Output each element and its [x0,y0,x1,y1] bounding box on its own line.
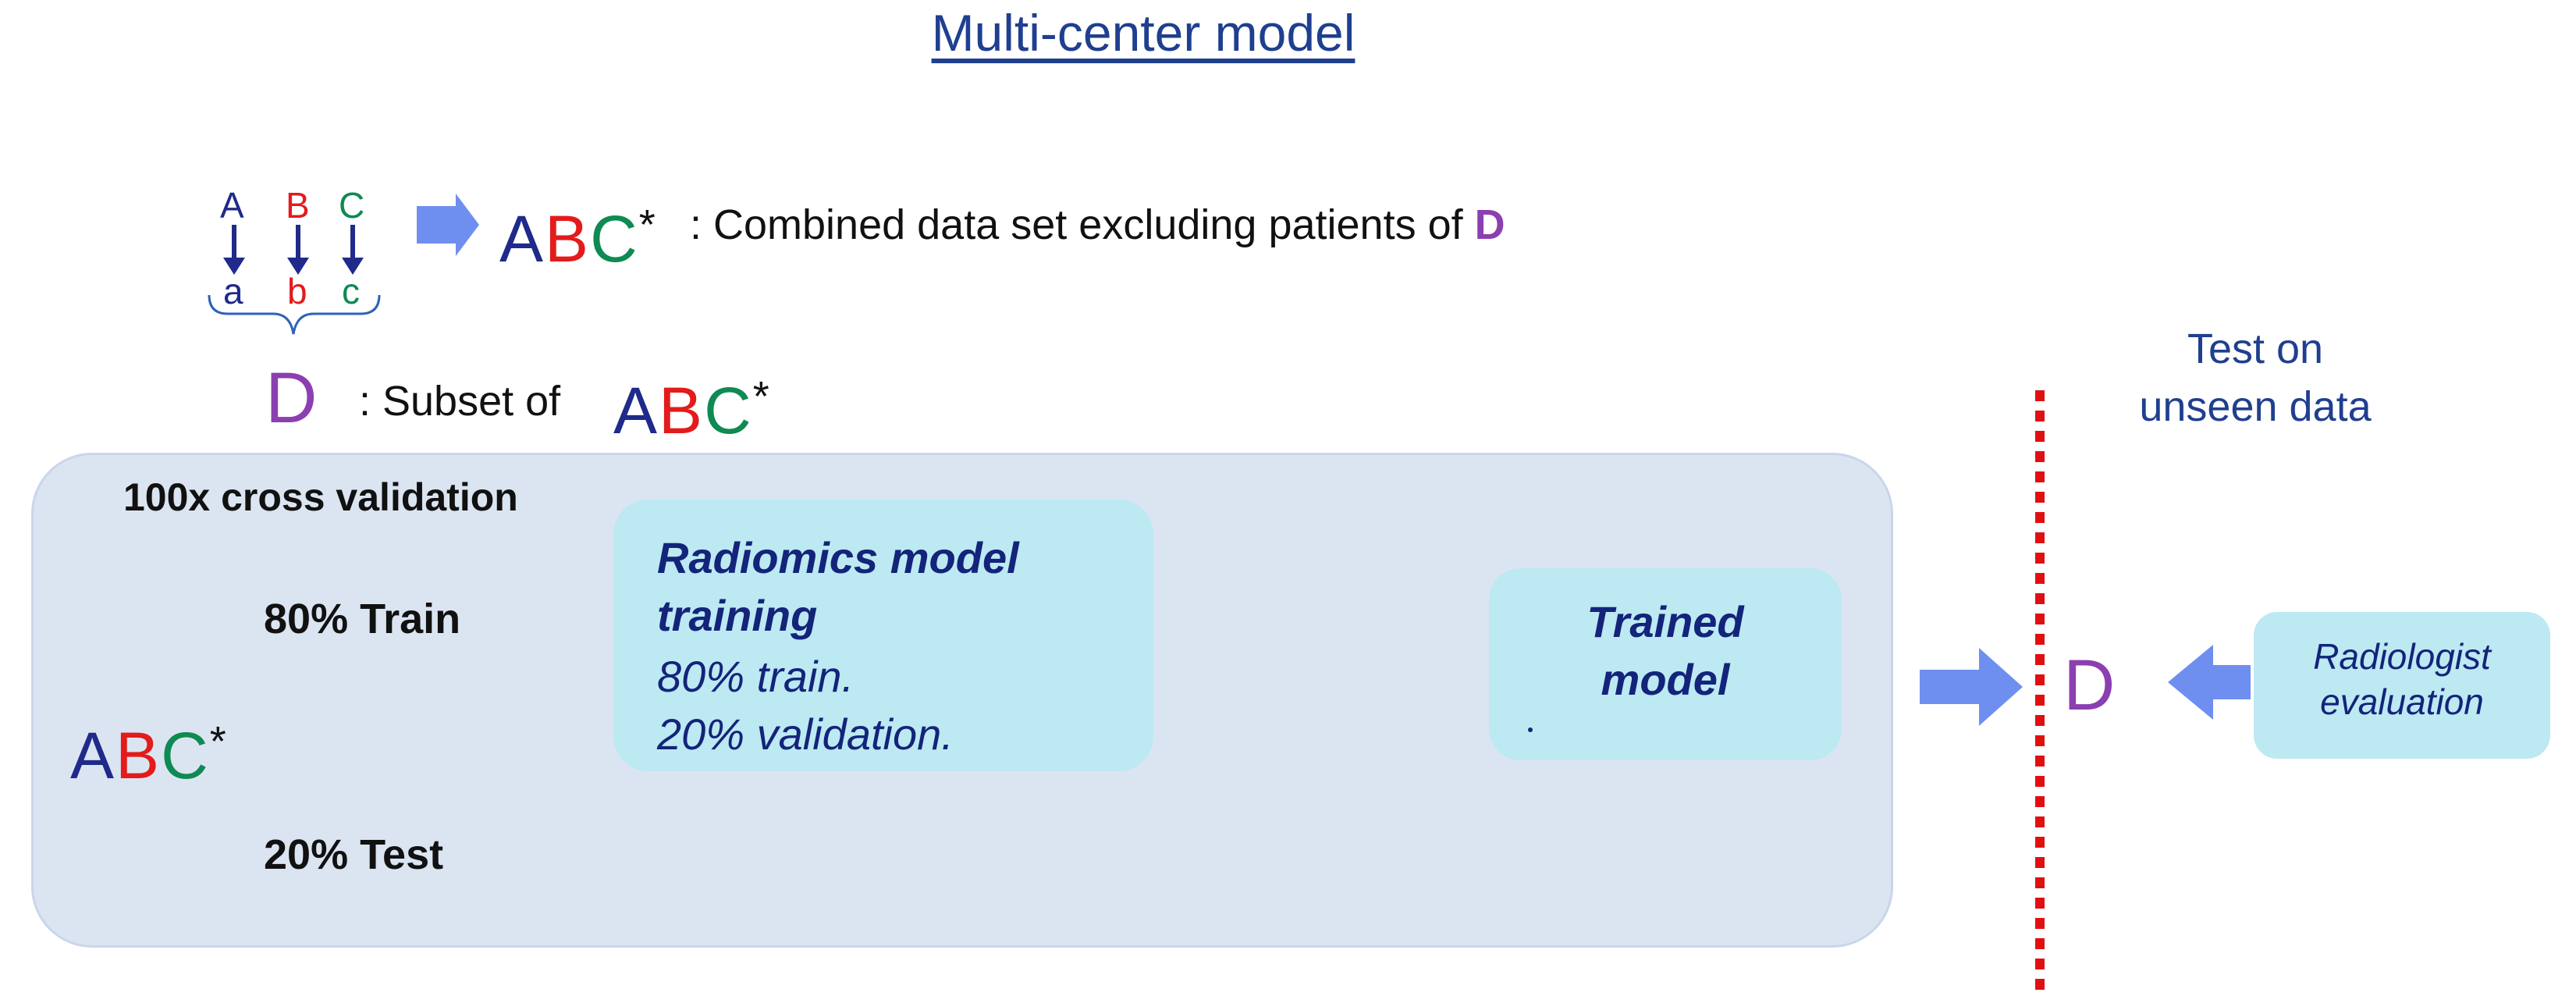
combined-dataset-description: : Combined data set excluding patients o… [690,201,1505,248]
radiomics-training-box [613,500,1153,771]
train-split-label: 80% Train [264,596,461,642]
subset-b-label: b [287,271,307,311]
center-c-label: C [339,185,365,226]
radiologist-to-d-arrow [2168,645,2251,720]
test-split-label: 20% Test [264,831,444,878]
radiomics-training-split: 80% train. 20% validation. [657,652,954,759]
radiologist-evaluation-box [2254,612,2550,759]
brace [208,294,381,335]
subset-c-label: c [342,271,360,311]
trained-model-dot [1528,727,1533,732]
trained-model-box [1489,568,1842,760]
subset-abc-label: ABC* [613,373,771,447]
diagram-title: Multi-center model [931,4,1356,62]
cross-validation-label: 100x cross validation [123,475,518,519]
unseen-data-heading: Test on unseen data [2139,325,2372,430]
center-a-label: A [220,185,244,226]
combined-dataset-label: ABC* [499,201,657,276]
down-arrow-b [287,225,309,275]
combine-arrow [417,194,479,256]
unseen-d-label: D [2063,646,2116,725]
subset-d-label: D [265,358,318,438]
center-b-label: B [286,185,310,226]
radiomics-training-title: Radiomics model training [657,533,1019,640]
radiologist-evaluation-label: Radiologist evaluation [2313,636,2491,722]
source-dataset-label: ABC* [70,718,228,792]
down-arrow-c [342,225,364,275]
trained-to-d-arrow [1920,648,2023,726]
trained-model-label: Trained model [1586,597,1744,704]
subset-description: : Subset of [359,378,561,425]
subset-a-label: a [223,271,243,311]
down-arrow-a [223,225,245,275]
